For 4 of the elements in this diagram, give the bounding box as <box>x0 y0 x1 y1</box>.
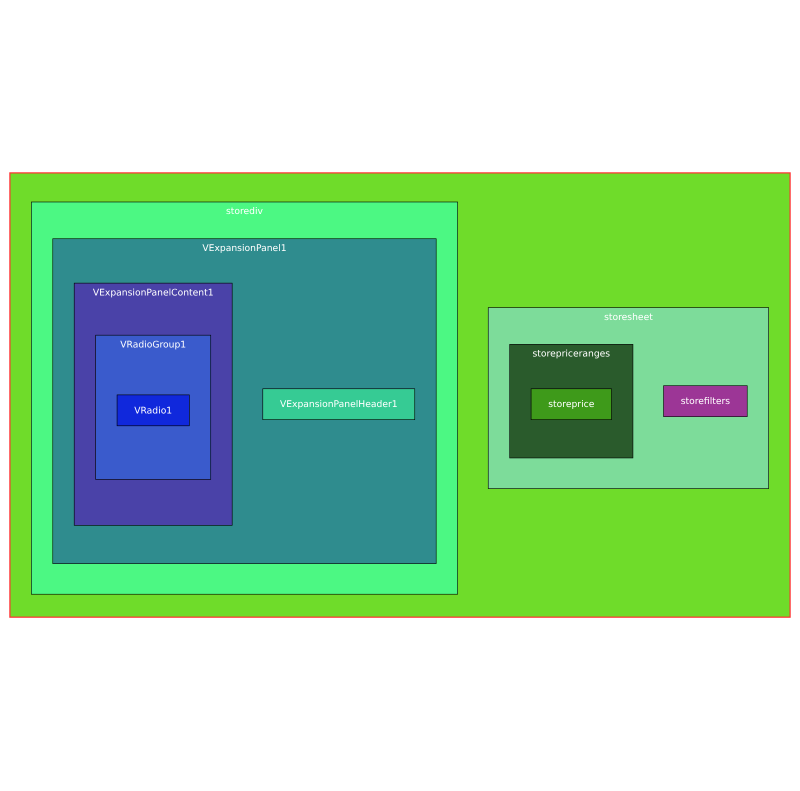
component-box: storeprice <box>530 388 612 420</box>
component-box: storefilters <box>663 386 748 418</box>
component-box: VExpansionPanelHeader1 <box>262 388 416 420</box>
component-box: VRadio1 <box>116 395 190 427</box>
